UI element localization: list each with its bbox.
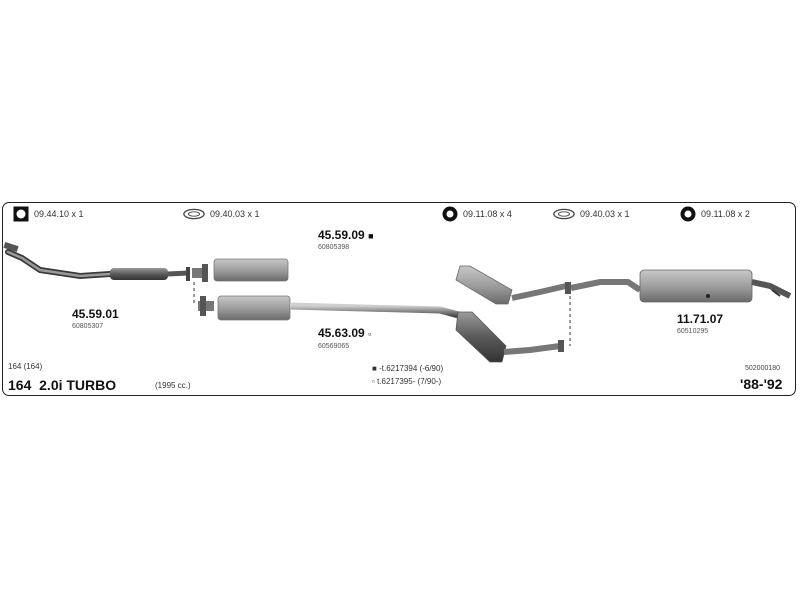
legend-marker: ■ [372, 364, 377, 373]
hardware-label: 09.40.03 x 1 [210, 209, 260, 219]
hardware-label: 09.40.03 x 1 [580, 209, 630, 219]
variant-marker: ▫ [368, 329, 372, 339]
hardware-label: 09.11.08 x 2 [701, 209, 750, 219]
part-number-45-59-09: 45.59.09 ■ [318, 228, 374, 242]
hardware-label: 09.11.08 x 4 [463, 209, 512, 219]
part-ref-60569065: 60569065 [318, 343, 350, 350]
model-code: 164 (164) [8, 362, 43, 371]
rear-muffler-11-71-07 [570, 269, 792, 303]
square-clamp-icon [13, 206, 29, 222]
legend-item-2: ▫ t.6217395- (7/90-) [372, 377, 441, 386]
front-pipe-45-59-01 [3, 241, 190, 281]
hardware-item-3: 09.11.08 x 4 [441, 205, 512, 223]
part-number-45-59-01: 45.59.01 [72, 307, 119, 321]
center-pipe-45-63-09 [198, 295, 564, 363]
part-number-11-71-07: 11.71.07 [677, 312, 724, 326]
alternative-connection-lines [193, 282, 571, 346]
model-name: 164 2.0i TURBO [8, 377, 117, 393]
part-ref-60805307: 60805307 [72, 323, 104, 330]
part-ref-60805398: 60805398 [318, 244, 350, 251]
engine-displacement: (1995 cc.) [155, 381, 191, 390]
legend-item-1: ■ -t.6217394 (-6/90) [372, 364, 443, 373]
diagram-frame [2, 202, 796, 396]
gasket-ring-icon [183, 208, 205, 220]
legend-text: -t.6217394 (-6/90) [379, 364, 444, 373]
hardware-item-1: 09.44.10 x 1 [12, 205, 84, 223]
hardware-item-5: 09.11.08 x 2 [679, 205, 750, 223]
part-ref-60510295: 60510295 [677, 328, 709, 335]
catalog-id: 502000180 [745, 365, 781, 372]
legend-marker: ▫ [372, 377, 375, 386]
hardware-label: 09.44.10 x 1 [34, 209, 84, 219]
variant-marker: ■ [368, 231, 374, 241]
part-number-45-63-09: 45.63.09 ▫ [318, 326, 372, 340]
hardware-item-4: 09.40.03 x 1 [552, 205, 630, 223]
legend-text: t.6217395- (7/90-) [377, 377, 442, 386]
hardware-item-2: 09.40.03 x 1 [182, 205, 260, 223]
center-pipe-45-59-09 [192, 258, 571, 305]
rubber-mount-ring-icon [442, 206, 458, 222]
gasket-ring-icon [553, 208, 575, 220]
rubber-mount-ring-icon [680, 206, 696, 222]
model-years: '88-'92 [740, 376, 783, 392]
